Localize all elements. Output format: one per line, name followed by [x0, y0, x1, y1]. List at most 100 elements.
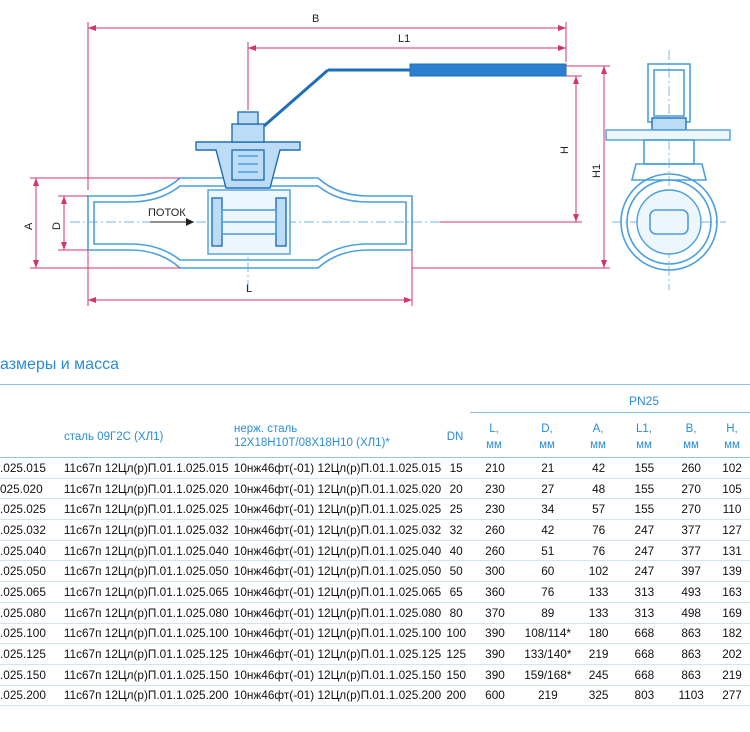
pressure-group-label: PN25	[628, 394, 660, 408]
cell-l: 230	[471, 478, 519, 500]
header-a: A,	[592, 423, 604, 435]
cell-b: 1103	[668, 685, 715, 707]
cell-b: 260	[668, 458, 715, 479]
cell-a: 76	[576, 540, 621, 562]
header-d-unit: мм	[539, 439, 555, 451]
cell-code-suffix: .025.040	[0, 540, 64, 562]
cell-steel-model: 11с67п 12Цл(р)П.01.1.025.200	[63, 685, 234, 707]
cell-h: 182	[714, 623, 750, 645]
cell-d: 219	[518, 685, 577, 707]
cell-d: 89	[518, 602, 577, 624]
cell-b: 493	[668, 581, 715, 603]
cell-h: 102	[714, 458, 750, 479]
cell-l: 210	[471, 458, 519, 479]
cell-b: 863	[668, 664, 715, 686]
cell-l: 230	[471, 498, 519, 521]
cell-a: 42	[576, 458, 621, 479]
cell-stainless-model: 10нж46фт(-01) 12Цл(р)П.01.1.025.020	[233, 478, 442, 500]
header-dn: DN	[446, 431, 464, 443]
cell-l: 390	[471, 643, 519, 665]
cell-d: 27	[518, 478, 577, 500]
dim-label-l1: L1	[398, 33, 410, 45]
cell-l: 600	[471, 685, 519, 707]
cell-h: 169	[714, 602, 750, 624]
cell-dn: 200	[441, 685, 472, 707]
header-b: B,	[685, 423, 697, 435]
header-rule	[0, 457, 750, 458]
cell-h: 139	[714, 560, 750, 583]
dim-label-a: A	[23, 222, 35, 230]
cell-d: 133/140*	[518, 643, 577, 665]
cell-a: 325	[576, 685, 621, 707]
cell-a: 245	[576, 664, 621, 686]
cell-b: 863	[668, 643, 715, 665]
dim-label-l: L	[246, 283, 252, 295]
cell-l1: 155	[620, 498, 669, 521]
cell-a: 133	[576, 581, 621, 603]
cell-stainless-model: 10нж46фт(-01) 12Цл(р)П.01.1.025.050	[233, 560, 442, 583]
cell-l: 370	[471, 602, 519, 624]
cell-a: 48	[576, 478, 621, 500]
cell-l1: 247	[620, 540, 669, 562]
cell-stainless-model: 10нж46фт(-01) 12Цл(р)П.01.1.025.150	[233, 664, 442, 686]
dim-label-h1: H1	[591, 164, 603, 178]
header-stainless-line2: 12Х18Н10Т/08Х18Н10 (ХЛ1)*	[234, 437, 390, 449]
cell-steel-model: 11с67п 12Цл(р)П.01.1.025.040	[63, 540, 234, 562]
cell-b: 270	[668, 478, 715, 500]
cell-b: 377	[668, 519, 715, 541]
cell-stainless-model: 10нж46фт(-01) 12Цл(р)П.01.1.025.125	[233, 643, 442, 665]
cell-b: 270	[668, 498, 715, 521]
cell-d: 60	[518, 560, 577, 583]
cell-d: 34	[518, 498, 577, 521]
valve-drawing: ПОТОК B L1 H H1 A D L	[23, 13, 731, 306]
cell-code-suffix: .025.125	[0, 643, 64, 665]
cell-steel-model: 11с67п 12Цл(р)П.01.1.025.065	[63, 581, 234, 603]
cell-b: 377	[668, 540, 715, 562]
cell-l1: 313	[620, 581, 669, 603]
cell-dn: 80	[441, 602, 472, 624]
cell-a: 180	[576, 623, 621, 645]
cell-b: 397	[668, 560, 715, 583]
cell-dn: 20	[441, 478, 472, 500]
header-l: L,	[489, 423, 499, 435]
cell-h: 127	[714, 519, 750, 541]
cell-stainless-model: 10нж46фт(-01) 12Цл(р)П.01.1.025.025	[233, 498, 442, 521]
cell-dn: 100	[441, 623, 472, 645]
cell-steel-model: 11с67п 12Цл(р)П.01.1.025.015	[63, 458, 234, 479]
cell-stainless-model: 10нж46фт(-01) 12Цл(р)П.01.1.025.200	[233, 685, 442, 707]
cell-d: 108/114*	[518, 623, 577, 645]
header-stainless-line1: нерж. сталь	[234, 423, 298, 435]
cell-l1: 803	[620, 685, 669, 707]
cell-dn: 25	[441, 498, 472, 521]
cell-steel-model: 11с67п 12Цл(р)П.01.1.025.100	[63, 623, 234, 645]
cell-l: 260	[471, 540, 519, 562]
cell-l1: 247	[620, 560, 669, 583]
cell-d: 42	[518, 519, 577, 541]
header-h-unit: мм	[724, 439, 740, 451]
cell-l1: 155	[620, 478, 669, 500]
cell-stainless-model: 10нж46фт(-01) 12Цл(р)П.01.1.025.015	[233, 458, 442, 479]
cell-l1: 247	[620, 519, 669, 541]
cell-code-suffix: .025.065	[0, 581, 64, 603]
cell-l1: 313	[620, 602, 669, 624]
cell-l1: 668	[620, 664, 669, 686]
cell-steel-model: 11с67п 12Цл(р)П.01.1.025.025	[63, 498, 234, 521]
header-l1: L1,	[636, 423, 652, 435]
cell-d: 51	[518, 540, 577, 562]
cell-steel-model: 11с67п 12Цл(р)П.01.1.025.050	[63, 560, 234, 583]
cell-steel-model: 11с67п 12Цл(р)П.01.1.025.080	[63, 602, 234, 624]
cell-a: 102	[576, 560, 621, 583]
cell-steel-model: 11с67п 12Цл(р)П.01.1.025.150	[63, 664, 234, 686]
cell-l: 300	[471, 560, 519, 583]
cell-a: 76	[576, 519, 621, 541]
cell-dn: 40	[441, 540, 472, 562]
cell-a: 133	[576, 602, 621, 624]
cell-h: 202	[714, 643, 750, 665]
